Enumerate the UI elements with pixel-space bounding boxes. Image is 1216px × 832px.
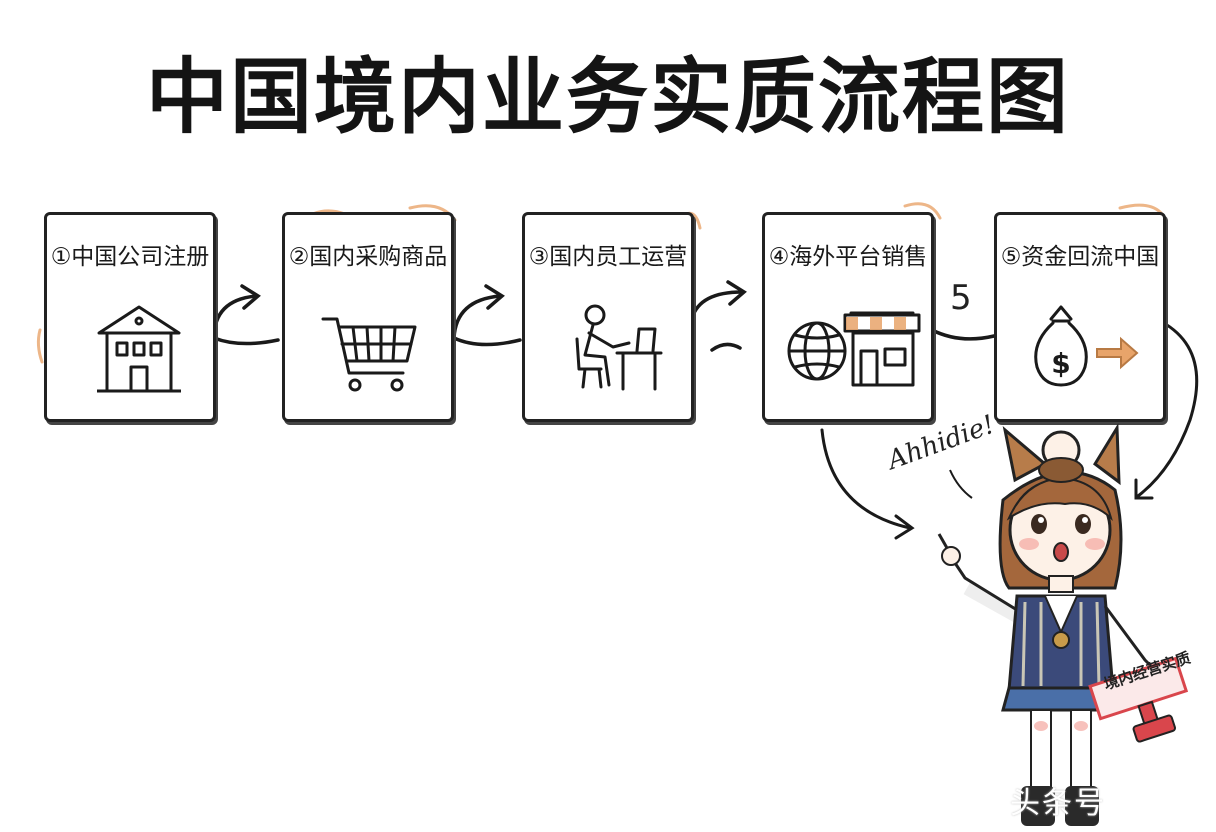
step-label: ②国内采购商品 (288, 244, 448, 270)
arrow-1-2 (212, 284, 280, 346)
cartoon-girl-illustration (937, 422, 1189, 826)
step-funds-return: ⑤资金回流中国 $ (994, 212, 1166, 422)
arrow-2-3 (452, 284, 522, 347)
stray-number-mark: 5 (950, 278, 972, 318)
svg-text:$: $ (1051, 347, 1070, 380)
step-label: ④海外平台销售 (768, 244, 928, 270)
arrow-to-character-left (820, 428, 915, 540)
step-label: ①中国公司注册 (50, 244, 210, 270)
arrow-to-character-right (1134, 320, 1199, 500)
step-domestic-purchase: ②国内采购商品 (282, 212, 454, 422)
step-overseas-sales: ④海外平台销售 (762, 212, 934, 422)
arrow-4-5 (930, 328, 996, 341)
office-worker-icon (533, 293, 683, 403)
building-icon (55, 293, 205, 403)
step-label: ③国内员工运营 (528, 244, 688, 270)
step-domestic-staff: ③国内员工运营 (522, 212, 694, 422)
globe-shop-icon (773, 293, 923, 403)
shopping-cart-icon (293, 293, 443, 403)
step-label: ⑤资金回流中国 (1000, 244, 1160, 270)
arrow-3-4 (690, 280, 747, 352)
watermark: 头条号 (1010, 786, 1106, 821)
page-title: 中国境内业务实质流程图 (145, 50, 1070, 145)
step-company-registration: ①中国公司注册 (44, 212, 216, 422)
money-bag-arrow-icon: $ (1005, 293, 1155, 403)
